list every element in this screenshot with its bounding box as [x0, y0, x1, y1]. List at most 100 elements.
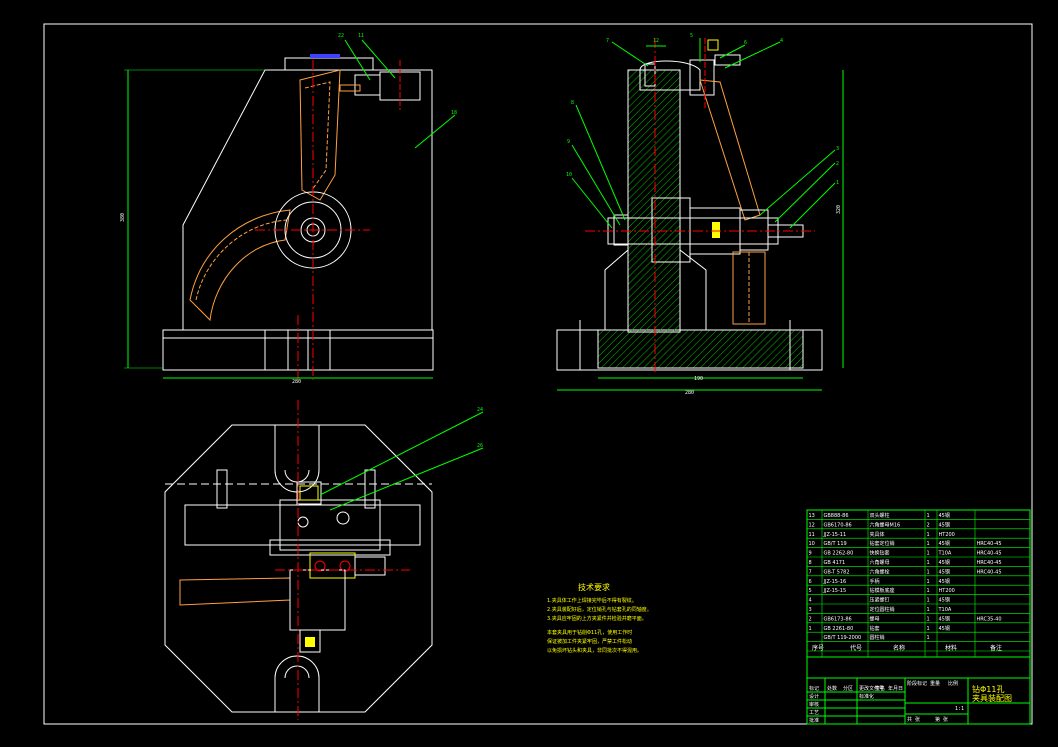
parts-cell: 12 [809, 522, 815, 528]
parts-cell: GB-T 5782 [824, 569, 850, 575]
parts-cell: T10A [938, 551, 952, 557]
parts-header: 备注 [990, 644, 1002, 652]
notes-line: 本套夹具用于钻削Φ11孔，使用工作时 [547, 629, 632, 636]
tb-label: 设计 [809, 693, 819, 700]
top-rail [269, 539, 391, 556]
notes-line: 1.夹具体工作上焊接完毕后不得有裂纹。 [547, 597, 637, 604]
parts-cell: 定位圆柱销 [870, 606, 895, 613]
side-dim-inner-text: 190 [694, 376, 703, 382]
parts-cell: T10A [938, 607, 952, 613]
tb-label: 共 张 [907, 716, 920, 723]
parts-cell: 1 [927, 560, 930, 566]
parts-cell: 1 [927, 588, 930, 594]
parts-cell: JJZ-15-15 [823, 588, 847, 594]
tb-label: 第 张 [935, 716, 948, 723]
parts-cell: 45钢 [939, 597, 950, 604]
parts-cell: 六角螺母 [870, 559, 890, 566]
top-post [216, 469, 228, 509]
balloon-22: 22 [338, 33, 344, 39]
top-octagon [164, 424, 433, 713]
parts-cell: 9 [809, 551, 812, 557]
notes-line: 保证被加工件夹紧牢固，严禁工件松动 [547, 638, 632, 645]
parts-cell: 45钢 [939, 578, 950, 585]
notes-line: 2.夹具装配好后，定位销孔与钻套孔的同轴度。 [547, 606, 652, 613]
side-view: 320 190 280 7 12 5 6 4 8 9 10 3 2 1 [556, 33, 844, 396]
side-base-hatched [597, 329, 804, 369]
front-curved-arm [189, 209, 291, 322]
parts-cell: GB 2262-80 [824, 551, 854, 557]
drawing-scale: 1:1 [955, 706, 964, 712]
side-dim-height-text: 320 [836, 205, 842, 214]
parts-cell: 1 [927, 551, 930, 557]
tb-label: 批准 [809, 717, 819, 724]
parts-cell: 螺母 [870, 615, 880, 622]
leader-26 [329, 447, 484, 511]
parts-cell: GB6170-86 [824, 522, 852, 528]
balloon-8: 8 [571, 100, 574, 106]
notes-title: 技术要求 [578, 582, 610, 592]
leader-3 [759, 149, 836, 216]
leader-2 [774, 162, 836, 223]
parts-cell: 压紧螺钉 [870, 597, 890, 604]
parts-header: 序号 [812, 644, 824, 652]
front-dim-height-text: 380 [120, 213, 126, 222]
leader-1 [789, 182, 836, 229]
leader-11 [361, 39, 396, 79]
parts-cell: 1 [927, 626, 930, 632]
tb-label: 重量 [930, 680, 940, 687]
leader-22 [344, 39, 371, 81]
parts-cell: 1 [809, 626, 812, 632]
parts-cell: 45钢 [939, 512, 950, 519]
tb-label: 分区 [843, 685, 853, 692]
parts-cell: 13 [809, 513, 815, 519]
top-bolt [296, 481, 322, 505]
drawing-frame [43, 23, 1033, 725]
parts-cell: 六角螺栓 [870, 568, 890, 575]
front-view: 380 280 22 11 18 [120, 33, 457, 385]
parts-cell: 3 [809, 607, 812, 613]
parts-cell: 六角螺母M16 [870, 521, 901, 528]
front-clamp-rod [339, 84, 361, 92]
title-block-border [806, 509, 1031, 725]
tb-label: 比例 [948, 680, 958, 687]
front-dim-width-text: 280 [292, 379, 301, 385]
front-lever-arm-hidden [304, 81, 331, 191]
parts-cell: 8 [809, 560, 812, 566]
tb-label: 处数 [827, 685, 837, 692]
parts-cell: HT200 [939, 588, 955, 594]
top-red-hole [314, 560, 326, 572]
side-head [639, 60, 701, 91]
parts-cell: GB/T 119 [824, 541, 847, 547]
parts-cell: 5 [809, 588, 812, 594]
top-yellow-mark [305, 637, 315, 647]
tb-label: 审核 [809, 701, 819, 708]
side-column [627, 69, 681, 333]
leader-10 [571, 177, 613, 229]
parts-cell: 45钢 [939, 559, 950, 566]
parts-cell: HRC35-40 [977, 616, 1002, 622]
tb-label: 签名 [875, 685, 885, 692]
parts-header: 材料 [945, 644, 957, 652]
leader-8 [575, 104, 626, 221]
parts-cell: 6 [809, 579, 812, 585]
parts-cell: 1 [927, 635, 930, 641]
top-center-block [279, 499, 381, 551]
leader-4 [724, 41, 781, 69]
balloon-11: 11 [358, 33, 364, 39]
parts-cell: HRC40-45 [977, 569, 1002, 575]
balloon-2: 2 [836, 161, 839, 167]
tb-label: 年月日 [888, 685, 903, 692]
blue-mark [310, 54, 340, 58]
side-left-nut [613, 214, 629, 246]
parts-cell: 手柄 [870, 578, 880, 585]
parts-cell: 钻套 [870, 625, 880, 632]
leader-24 [319, 411, 484, 496]
side-nut [714, 54, 741, 66]
parts-cell: 11 [809, 532, 815, 538]
balloon-1: 1 [836, 180, 839, 186]
balloon-3: 3 [836, 146, 839, 152]
parts-cell: 1 [927, 598, 930, 604]
balloon-5: 5 [690, 33, 693, 39]
parts-cell: 1 [927, 532, 930, 538]
